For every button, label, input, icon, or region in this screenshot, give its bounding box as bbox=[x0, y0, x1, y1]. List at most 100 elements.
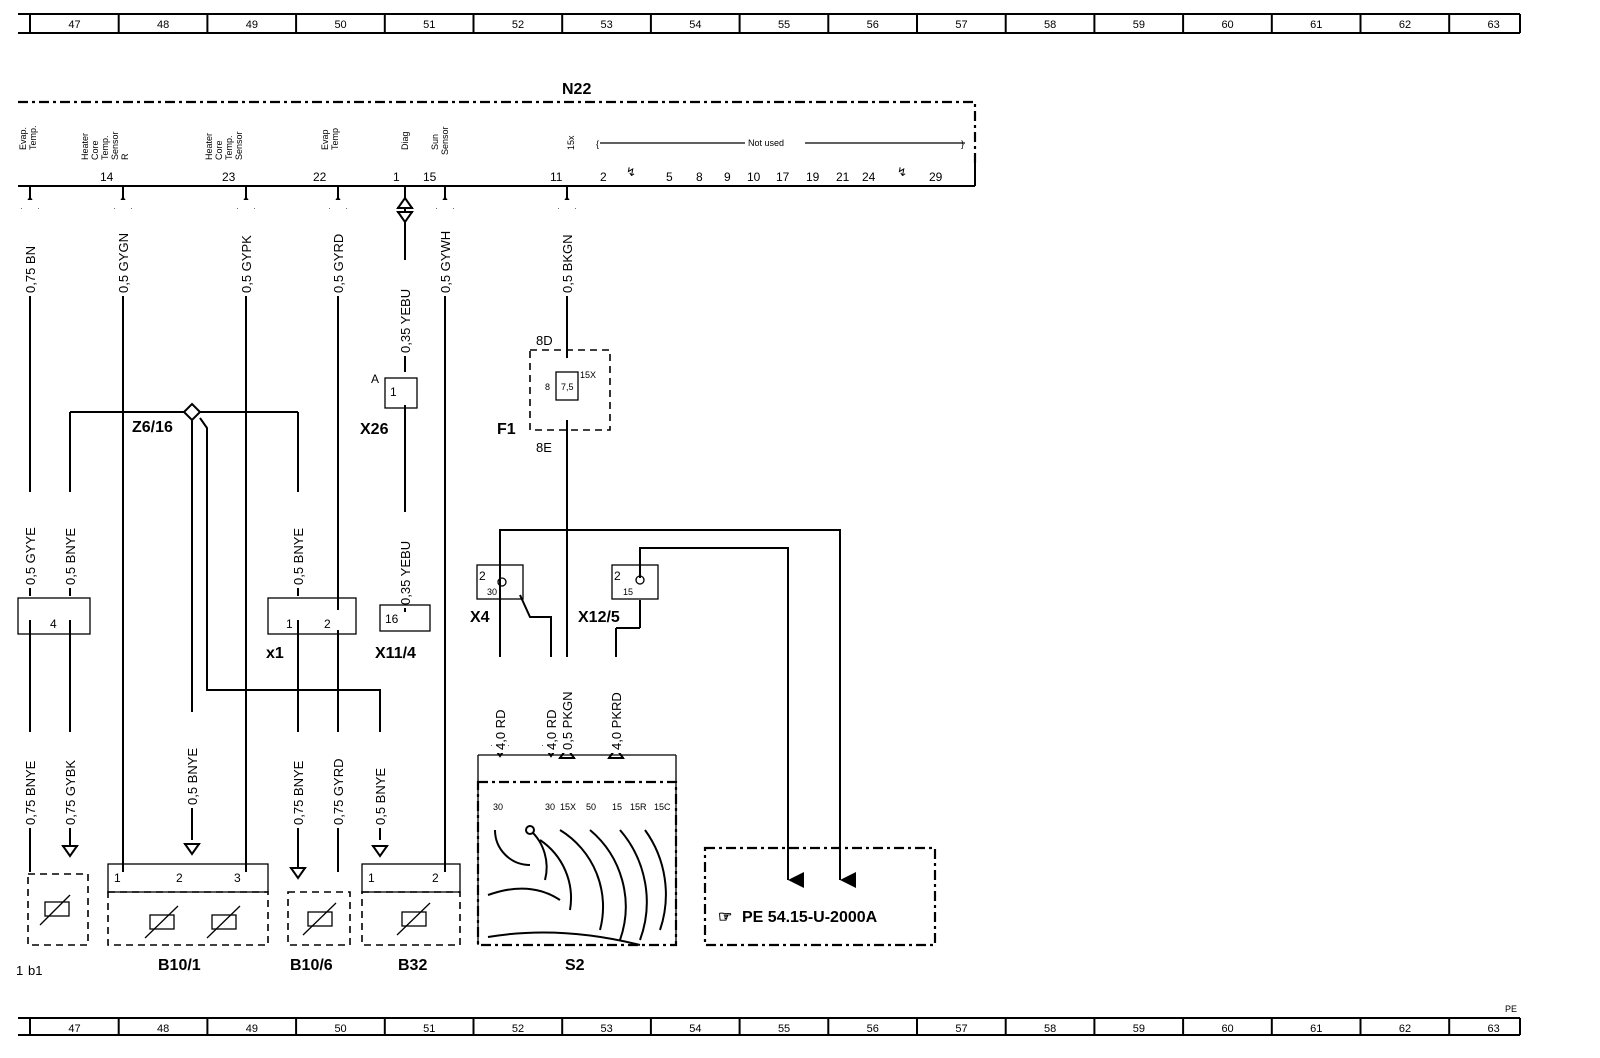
wire-label-text: 0,75 BNYE bbox=[23, 760, 38, 825]
x26-label: X26 bbox=[360, 421, 389, 438]
ruler-cell: 63 bbox=[1488, 1023, 1500, 1035]
n22-module: N22 Evap. Temp. Heater Core Temp. Sensor… bbox=[18, 81, 977, 187]
ruler-cell: 54 bbox=[689, 1023, 701, 1035]
svg-text:↯: ↯ bbox=[626, 165, 636, 179]
wire-label: 0,5 BKGN bbox=[559, 200, 575, 296]
wire-label: 4,0 RD bbox=[492, 657, 508, 753]
svg-text:Heater: Heater bbox=[80, 133, 90, 160]
svg-text:Sensor: Sensor bbox=[234, 131, 244, 160]
ruler-cell: 56 bbox=[867, 1023, 879, 1035]
b10-1-label: B10/1 bbox=[158, 957, 201, 974]
fuse-f1: 7,5 8 15X 8D 8E F1 bbox=[497, 333, 611, 455]
svg-text:2: 2 bbox=[600, 170, 607, 184]
wire-terminals bbox=[21, 196, 625, 880]
fuse-rating: 7,5 bbox=[561, 382, 574, 392]
wire-label-text: 0,5 BKGN bbox=[560, 234, 575, 293]
svg-text:Temp.: Temp. bbox=[100, 135, 110, 160]
not-used-label: Not used bbox=[748, 138, 784, 148]
wire-label-text: 0,5 BNYE bbox=[373, 768, 388, 825]
ruler-cell: 60 bbox=[1221, 1023, 1233, 1035]
svg-text:19: 19 bbox=[806, 170, 820, 184]
terminal-arrow bbox=[396, 211, 414, 224]
s2-label: S2 bbox=[565, 957, 585, 974]
s2-term-50: 50 bbox=[586, 802, 596, 812]
wire-label-text: 4,0 RD bbox=[544, 710, 559, 750]
svg-text:Sensor: Sensor bbox=[440, 126, 450, 155]
wire-label: 4,0 PKRD bbox=[608, 657, 624, 753]
wire-label-text: 0,5 BNYE bbox=[291, 528, 306, 585]
svg-text:↯: ↯ bbox=[897, 165, 907, 179]
terminal-arrow bbox=[183, 843, 201, 856]
ignition-switch-s2: 30 30 15X 50 15 15R 15C S2 bbox=[476, 754, 678, 974]
b32-pin-2: 2 bbox=[432, 871, 439, 885]
wire-label: 0,5 GYRD bbox=[330, 200, 346, 296]
ruler-cell: 57 bbox=[955, 1023, 967, 1035]
terminal-arrow bbox=[396, 196, 414, 209]
x1-pin-1: 1 bbox=[286, 617, 293, 631]
corner-label: PE bbox=[1505, 1004, 1517, 1014]
x1-connector: 1 2 x1 bbox=[266, 597, 357, 662]
svg-text:5: 5 bbox=[666, 170, 673, 184]
svg-text:Sensor: Sensor bbox=[110, 131, 120, 160]
ruler-cell: 50 bbox=[334, 19, 346, 31]
left-conn-pin: 4 bbox=[50, 617, 57, 631]
pe-reference-box: ☞ PE 54.15-U-2000A bbox=[703, 846, 937, 947]
x12-pin-2: 2 bbox=[614, 569, 621, 583]
wire-label: 0,5 BNYE bbox=[184, 712, 200, 808]
svg-text:Temp: Temp bbox=[330, 128, 340, 150]
wire-label: 0,75 BNYE bbox=[22, 732, 38, 828]
wire-label-text: 0,5 GYWH bbox=[438, 231, 453, 293]
svg-text:10: 10 bbox=[747, 170, 761, 184]
svg-text:Temp.: Temp. bbox=[28, 125, 38, 150]
ruler-cell: 47 bbox=[68, 1023, 80, 1035]
wire-lines bbox=[29, 186, 841, 872]
terminal-arrow bbox=[371, 845, 389, 858]
ruler-cell: 62 bbox=[1399, 19, 1411, 31]
wire-label-text: 0,5 PKGN bbox=[560, 691, 575, 750]
ruler-cell: 56 bbox=[867, 19, 879, 31]
wire-label: 0,75 BNYE bbox=[290, 732, 306, 828]
svg-text:Temp.: Temp. bbox=[224, 135, 234, 160]
s2-term-30a: 30 bbox=[493, 802, 503, 812]
svg-text:23: 23 bbox=[222, 170, 236, 184]
n22-label: N22 bbox=[562, 81, 591, 98]
wire-label: 0,5 BNYE bbox=[372, 732, 388, 828]
svg-text:Diag: Diag bbox=[400, 131, 410, 150]
x1-label: x1 bbox=[266, 645, 284, 662]
svg-text:24: 24 bbox=[862, 170, 876, 184]
s2-term-15x: 15X bbox=[560, 802, 576, 812]
ruler-cell: 63 bbox=[1488, 19, 1500, 31]
ruler-cell: 60 bbox=[1221, 19, 1233, 31]
sensor-b10-6: B10/6 bbox=[287, 891, 351, 974]
ruler-cell: 59 bbox=[1133, 19, 1145, 31]
wire-label: 0,35 YEBU bbox=[397, 260, 413, 356]
x11-label: X11/4 bbox=[375, 645, 416, 662]
wire-label-text: 0,75 BNYE bbox=[291, 760, 306, 825]
svg-text:1: 1 bbox=[16, 963, 23, 978]
ruler-cell: 51 bbox=[423, 1023, 435, 1035]
b10-6-label: B10/6 bbox=[290, 957, 333, 974]
svg-text:Evap: Evap bbox=[320, 129, 330, 150]
terminal-arrow bbox=[61, 845, 79, 858]
svg-text:15: 15 bbox=[423, 170, 437, 184]
wire-label: 0,75 BN bbox=[22, 200, 38, 296]
wire-label-text: 0,5 BNYE bbox=[63, 528, 78, 585]
ruler-cell: 55 bbox=[778, 19, 790, 31]
ruler-cell: 61 bbox=[1310, 1023, 1322, 1035]
wire-label-text: 0,75 GYRD bbox=[331, 759, 346, 825]
ruler-cell: 57 bbox=[955, 19, 967, 31]
wire-label-text: 0,35 YEBU bbox=[398, 289, 413, 353]
svg-text:14: 14 bbox=[100, 170, 114, 184]
wire-label-text: 0,5 BNYE bbox=[185, 748, 200, 805]
svg-text:1: 1 bbox=[393, 170, 400, 184]
wire-label-text: 0,5 GYPK bbox=[239, 235, 254, 293]
x4-pin-30: 30 bbox=[487, 587, 497, 597]
wire-label-text: 0,5 GYGN bbox=[116, 233, 131, 293]
b1-label: b1 bbox=[28, 963, 42, 978]
wire-label: 0,5 BNYE bbox=[290, 492, 306, 588]
ruler-cell: 58 bbox=[1044, 1023, 1056, 1035]
svg-text:21: 21 bbox=[836, 170, 850, 184]
svg-text:{: { bbox=[596, 139, 599, 149]
